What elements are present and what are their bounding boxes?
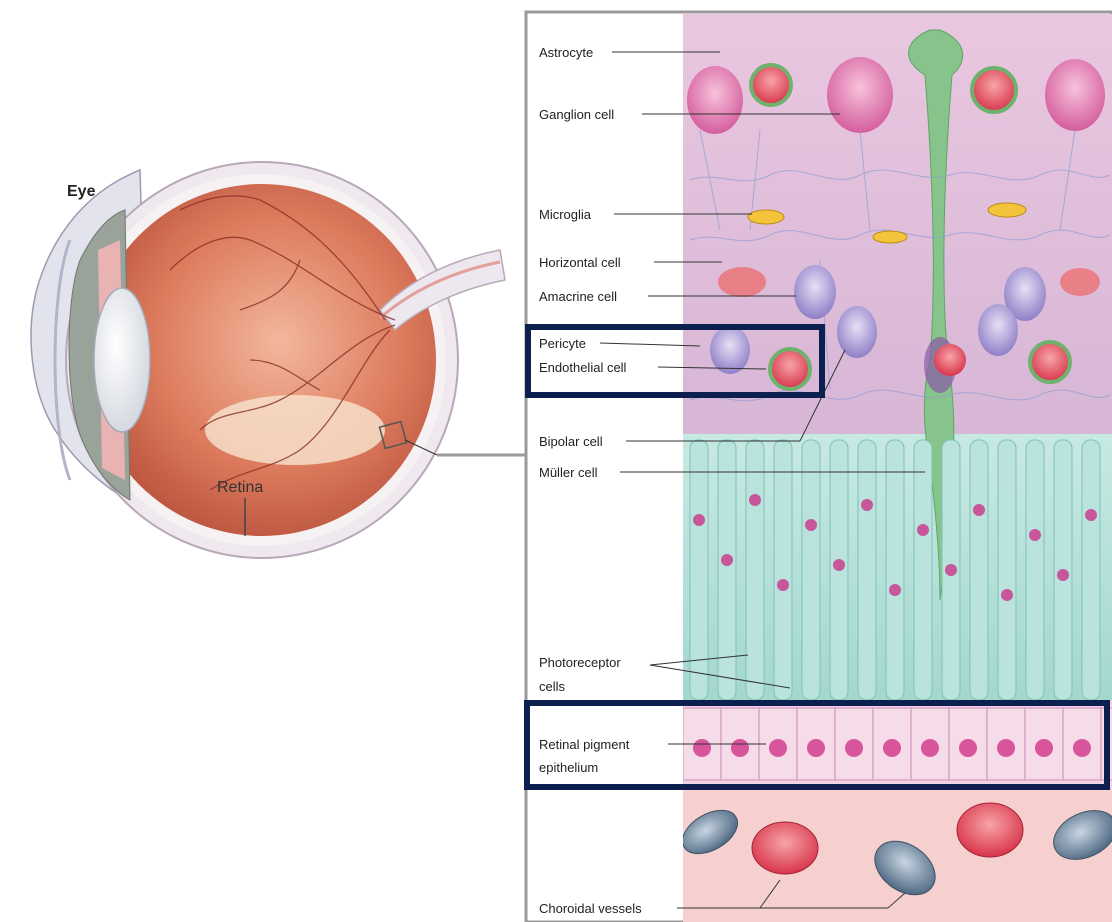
eye-illustration <box>31 162 526 558</box>
label-rpe-line2: epithelium <box>539 760 598 775</box>
label-bipolar-cell: Bipolar cell <box>539 434 603 449</box>
eye-title: Eye <box>67 183 96 200</box>
label-photoreceptor-line1: Photoreceptor <box>539 655 621 670</box>
label-pericyte: Pericyte <box>539 336 586 351</box>
photoreceptor-columns <box>690 440 1100 700</box>
label-astrocyte: Astrocyte <box>539 45 593 60</box>
label-microglia: Microglia <box>539 207 592 222</box>
label-horizontal-cell: Horizontal cell <box>539 255 621 270</box>
label-photoreceptor-line2: cells <box>539 679 566 694</box>
retina-label: Retina <box>217 479 263 496</box>
label-muller-cell: Müller cell <box>539 465 598 480</box>
label-amacrine-cell: Amacrine cell <box>539 289 617 304</box>
label-choroidal-vessels: Choroidal vessels <box>539 901 642 916</box>
label-endothelial-cell: Endothelial cell <box>539 360 627 375</box>
label-rpe-line1: Retinal pigment <box>539 737 630 752</box>
label-ganglion-cell: Ganglion cell <box>539 107 614 122</box>
